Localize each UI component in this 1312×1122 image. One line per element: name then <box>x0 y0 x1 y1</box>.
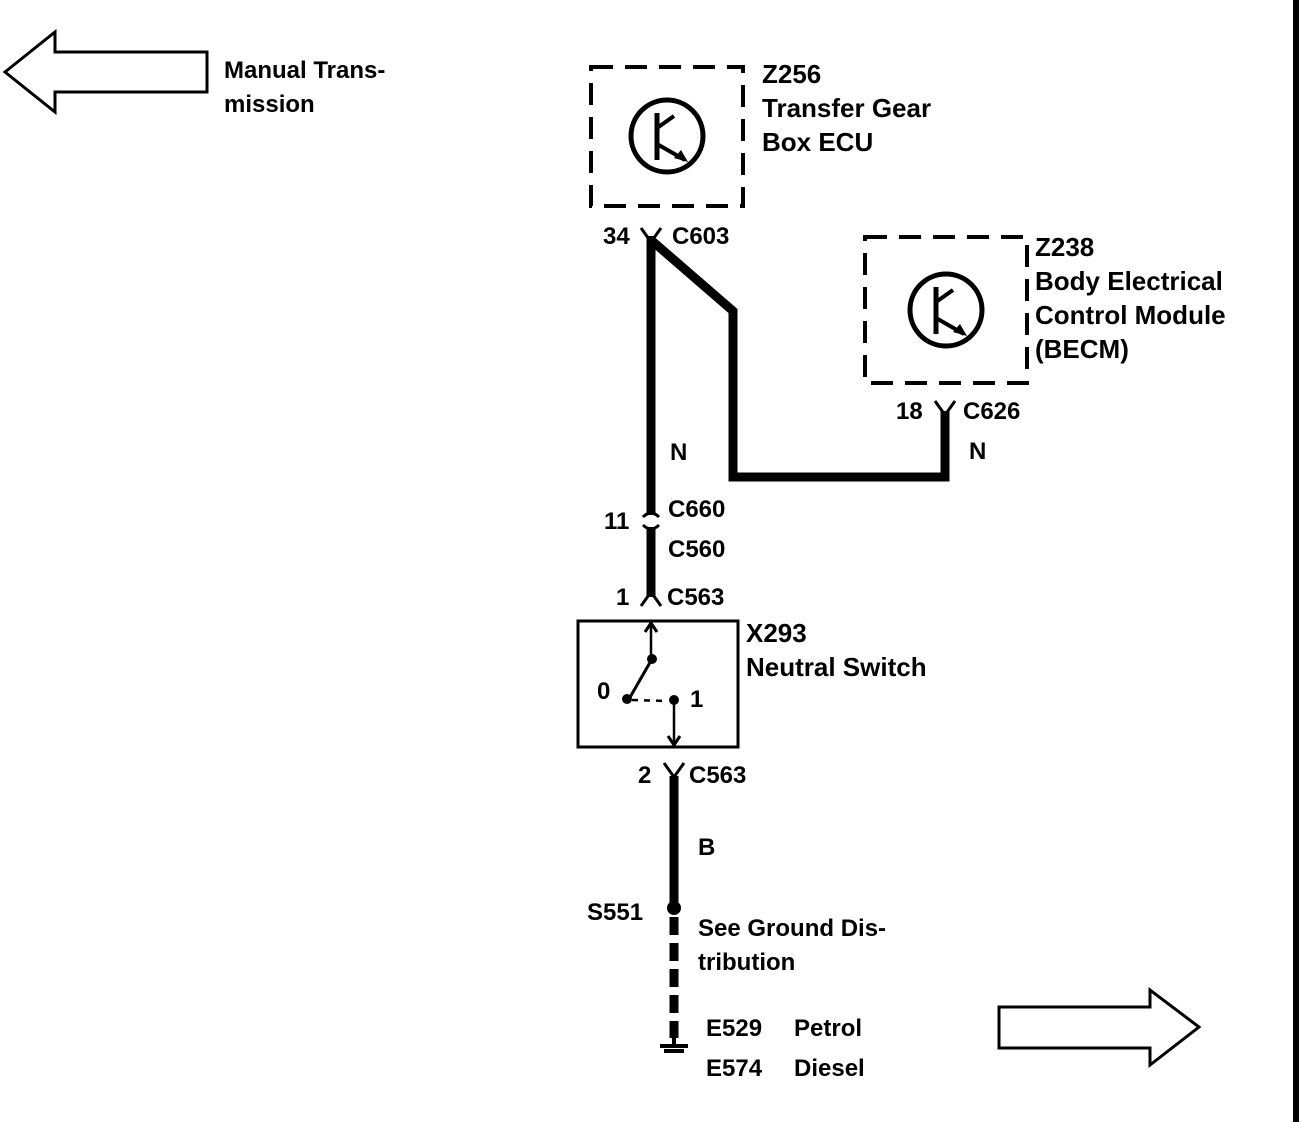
c560-name: C560 <box>668 536 725 563</box>
connector-c603 <box>639 227 663 245</box>
z256-id: Z256 <box>762 59 821 89</box>
splice-s551 <box>667 901 681 915</box>
z256-name-line2: Box ECU <box>762 127 873 157</box>
x293-pos1: 1 <box>690 686 703 713</box>
splice-id: S551 <box>587 899 643 926</box>
wire-color-right: N <box>969 438 986 465</box>
ground-e574-id: E574 <box>706 1055 763 1082</box>
z256-outline <box>589 65 745 208</box>
z238-name-line3: (BECM) <box>1035 334 1129 364</box>
z256-name-line1: Transfer Gear <box>762 93 931 123</box>
c660-pin: 11 <box>604 508 629 535</box>
c563-bottom-pin: 2 <box>638 762 651 789</box>
connector-c563-bottom <box>662 762 686 780</box>
c563-top-pin: 1 <box>616 584 629 611</box>
transistor-icon <box>907 271 985 349</box>
ground-e574-variant: Diesel <box>794 1055 865 1082</box>
wire-color-left: N <box>670 439 687 466</box>
z238-name-line1: Body Electrical <box>1035 266 1223 296</box>
ground-note-line1: See Ground Dis- <box>698 915 886 942</box>
left-arrow-label-line2: mission <box>224 91 315 118</box>
connector-c563-top <box>639 589 663 607</box>
wire-n-branch <box>648 236 950 482</box>
switch-contact <box>627 658 654 700</box>
x293-pos0: 0 <box>597 678 610 705</box>
c626-name: C626 <box>963 398 1020 425</box>
x293-name: Neutral Switch <box>746 652 927 682</box>
connector-c660-c560 <box>641 511 661 531</box>
component-z238 <box>863 235 1029 385</box>
component-z256 <box>589 65 745 208</box>
z238-outline <box>863 235 1029 385</box>
nav-left-arrow[interactable] <box>2 28 209 116</box>
c626-pin: 18 <box>896 398 923 425</box>
c563-bottom-name: C563 <box>689 762 746 789</box>
right-arrow-icon[interactable] <box>997 986 1202 1069</box>
c603-name: C603 <box>672 223 729 250</box>
connector-c626 <box>933 400 957 418</box>
x293-id: X293 <box>746 618 807 648</box>
wire-color-ground: B <box>698 834 715 861</box>
component-x293 <box>576 619 740 749</box>
x293-outline <box>576 619 740 749</box>
nav-right-arrow[interactable] <box>997 986 1202 1069</box>
c603-pin: 34 <box>603 223 630 250</box>
ground-e529-id: E529 <box>706 1015 762 1042</box>
ground-note-line2: tribution <box>698 949 795 976</box>
z238-id: Z238 <box>1035 232 1094 262</box>
c563-top-name: C563 <box>667 584 724 611</box>
ground-e529-variant: Petrol <box>794 1015 862 1042</box>
left-arrow-label-line1: Manual Trans- <box>224 57 385 84</box>
z238-name-line2: Control Module <box>1035 300 1226 330</box>
transistor-icon <box>628 97 706 175</box>
c660-name: C660 <box>668 496 725 523</box>
ground-icon <box>660 1036 688 1053</box>
left-arrow-icon[interactable] <box>2 28 209 116</box>
